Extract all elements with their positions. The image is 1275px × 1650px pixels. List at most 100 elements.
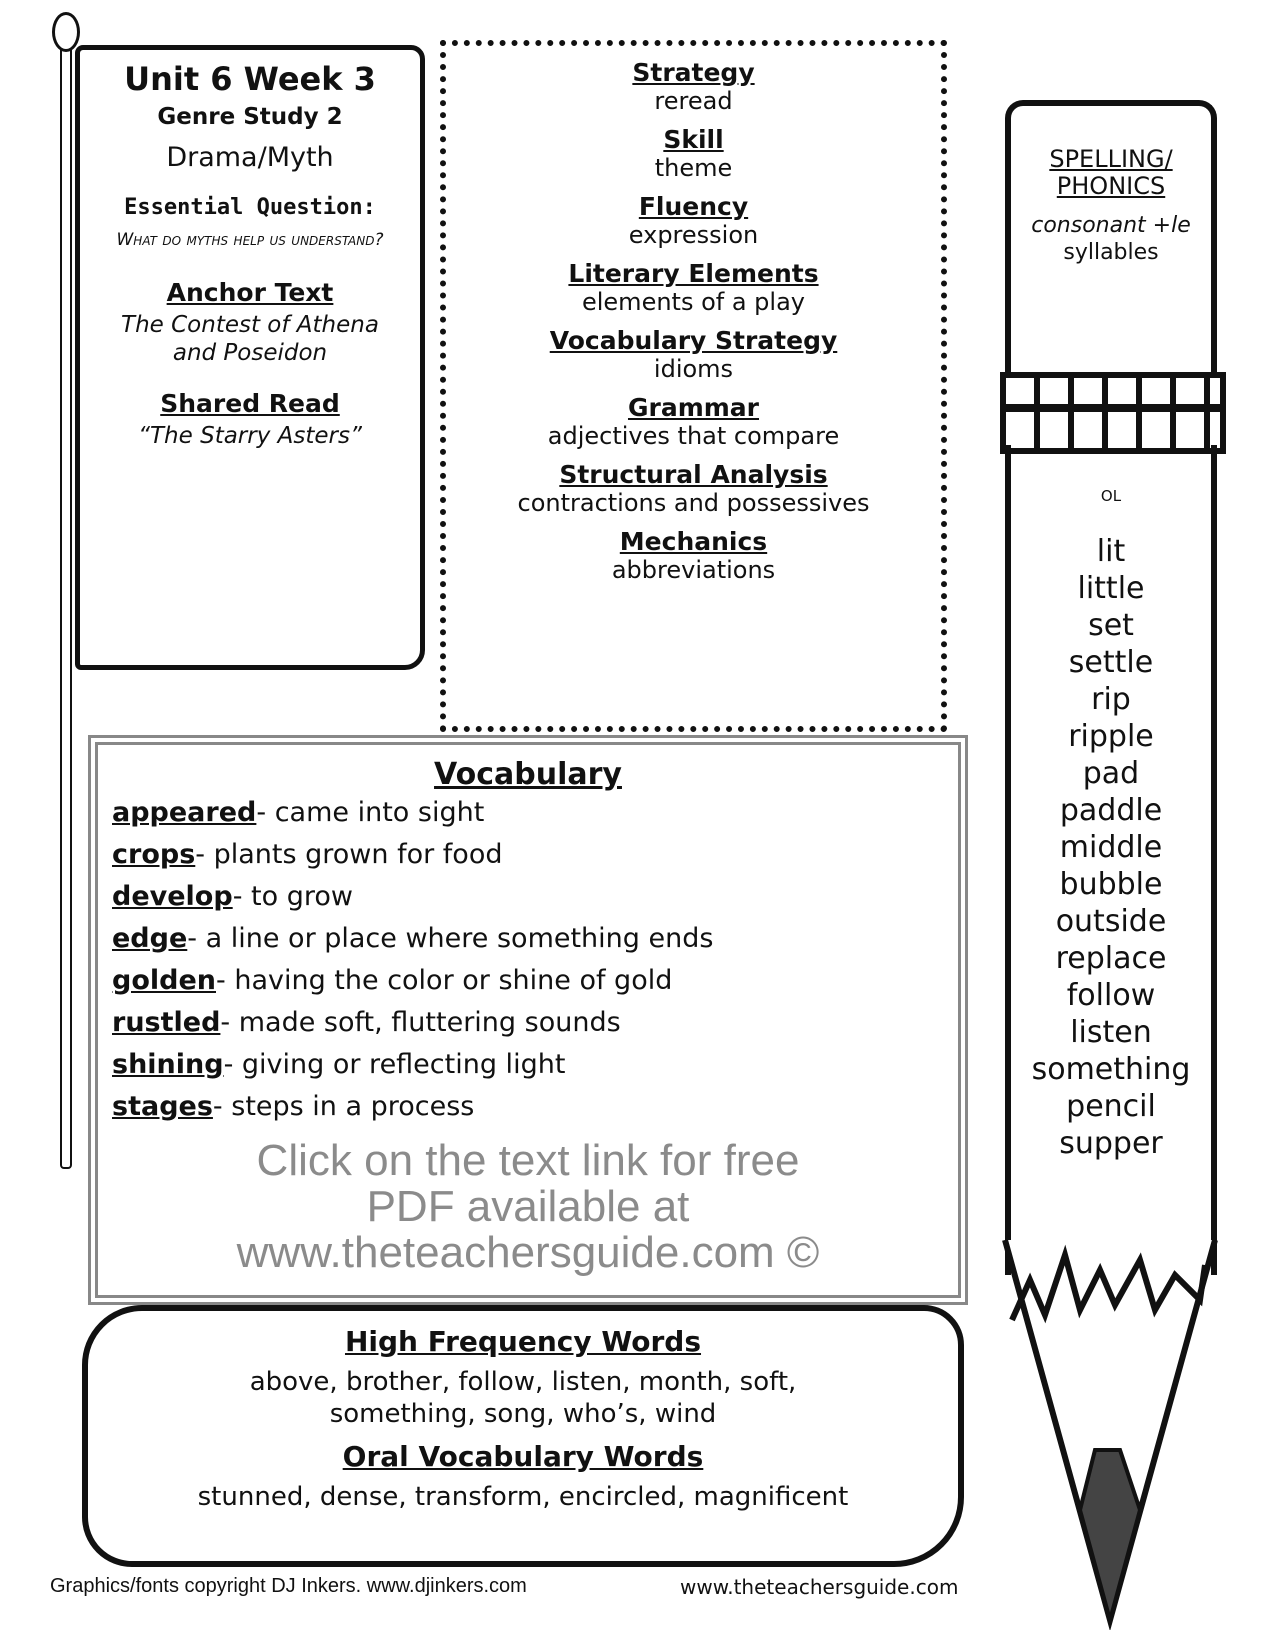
vocabulary-word: crops [112, 839, 196, 870]
unit-title: Unit 6 Week 3 [124, 60, 376, 98]
spelling-label-1: SPELLING/ [1049, 145, 1173, 173]
spelling-word: listen [1070, 1015, 1152, 1050]
flag-pole-knob [52, 12, 80, 52]
pencil-tip-drawing [1002, 1240, 1218, 1630]
vocabulary-item: appeared- came into sight [112, 792, 958, 834]
skill-label: Literary Elements [568, 259, 819, 288]
pencil-eraser: SPELLING/ PHONICS consonant +le syllable… [1005, 100, 1217, 376]
vocabulary-definition: - to grow [232, 881, 353, 912]
skill-value: elements of a play [581, 288, 805, 316]
watermark-line-1: Click on the text link for free [256, 1136, 800, 1185]
spelling-word: pad [1082, 756, 1140, 791]
spelling-pattern-2: syllables [1063, 240, 1159, 265]
vocabulary-definition: - giving or reflecting light [223, 1049, 566, 1080]
vocabulary-word: develop [112, 881, 233, 912]
vocabulary-definition: - plants grown for food [195, 839, 503, 870]
spelling-word: paddle [1059, 793, 1163, 828]
vocabulary-item: crops- plants grown for food [112, 834, 958, 876]
vocabulary-word: edge [112, 923, 188, 954]
vocabulary-definition: - came into sight [256, 797, 485, 828]
watermark: Click on the text link for free PDF avai… [98, 1138, 958, 1276]
pencil-ferrule-band [1000, 404, 1226, 412]
skill-value: idioms [653, 355, 734, 383]
vocabulary-item: develop- to grow [112, 876, 958, 918]
skill-value: abbreviations [611, 556, 776, 584]
skill-value: contractions and possessives [517, 489, 870, 517]
spelling-label-2: PHONICS [1056, 172, 1166, 200]
copyright-footer: Graphics/fonts copyright DJ Inkers. www.… [50, 1575, 527, 1597]
shared-read: “The Starry Asters” [138, 423, 362, 449]
essential-question: What do myths help us understand? [116, 230, 384, 250]
oral-vocabulary-label: Oral Vocabulary Words [342, 1440, 704, 1473]
vocabulary-word: rustled [112, 1007, 221, 1038]
vocabulary-word: shining [112, 1049, 224, 1080]
spelling-word: follow [1066, 978, 1156, 1013]
shared-read-label: Shared Read [160, 389, 340, 418]
skill-value: expression [628, 221, 759, 249]
skill-label: Strategy [632, 58, 755, 87]
spelling-word: little [1077, 571, 1145, 606]
skill-value: adjectives that compare [547, 422, 840, 450]
pencil-ferrule [1000, 372, 1226, 454]
vocabulary-word: appeared [112, 797, 257, 828]
flag-pole [60, 30, 72, 1169]
spelling-word: something [1031, 1052, 1191, 1087]
spelling-word: outside [1055, 904, 1167, 939]
website-link[interactable]: www.theteachersguide.com [680, 1575, 959, 1599]
vocabulary-item: shining- giving or reflecting light [112, 1044, 958, 1086]
high-frequency-words: above, brother, follow, listen, month, s… [249, 1367, 797, 1429]
spelling-word: rip [1091, 682, 1131, 717]
unit-info-flag: Unit 6 Week 3 Genre Study 2 Drama/Myth E… [75, 45, 425, 670]
spelling-word: set [1088, 608, 1134, 643]
skill-value: theme [654, 154, 733, 182]
vocabulary-definition: - steps in a process [212, 1091, 475, 1122]
watermark-line-3[interactable]: www.theteachersguide.com © [236, 1228, 820, 1277]
vocabulary-definition: - made soft, fluttering sounds [220, 1007, 621, 1038]
vocabulary-item: stages- steps in a process [112, 1086, 958, 1128]
anchor-text: The Contest of Athena and Poseidon [121, 312, 379, 366]
skill-label: Structural Analysis [559, 460, 828, 489]
oral-vocabulary-words: stunned, dense, transform, encircled, ma… [197, 1482, 849, 1512]
spelling-word: pencil [1066, 1089, 1156, 1124]
essential-question-label: Essential Question: [124, 195, 376, 220]
skill-label: Mechanics [619, 527, 768, 556]
vocabulary-definition: - a line or place where something ends [187, 923, 714, 954]
spelling-word: ripple [1068, 719, 1154, 754]
vocabulary-item: golden- having the color or shine of gol… [112, 960, 958, 1002]
spelling-word: replace [1055, 941, 1167, 976]
vocabulary-word: stages [112, 1091, 213, 1122]
high-frequency-label: High Frequency Words [344, 1325, 702, 1358]
watermark-line-2: PDF available at [366, 1182, 690, 1231]
skill-value: reread [654, 87, 733, 115]
vocabulary-definition: - having the color or shine of gold [216, 965, 673, 996]
spelling-word: middle [1059, 830, 1163, 865]
spelling-word: supper [1059, 1126, 1163, 1161]
spelling-word: bubble [1059, 867, 1163, 902]
level-label: OL [1100, 487, 1122, 505]
anchor-text-label: Anchor Text [166, 278, 334, 307]
vocabulary-item: edge- a line or place where something en… [112, 918, 958, 960]
skill-label: Skill [663, 125, 724, 154]
spelling-pattern-1: consonant +le [1031, 213, 1191, 238]
skill-label: Fluency [638, 192, 749, 221]
vocabulary-word: golden [112, 965, 216, 996]
genre-type: Drama/Myth [166, 142, 334, 173]
skill-label: Grammar [627, 393, 760, 422]
skill-label: Vocabulary Strategy [549, 326, 838, 355]
vocabulary-item: rustled- made soft, fluttering sounds [112, 1002, 958, 1044]
spelling-word: settle [1068, 645, 1154, 680]
spelling-word: lit [1096, 534, 1126, 569]
